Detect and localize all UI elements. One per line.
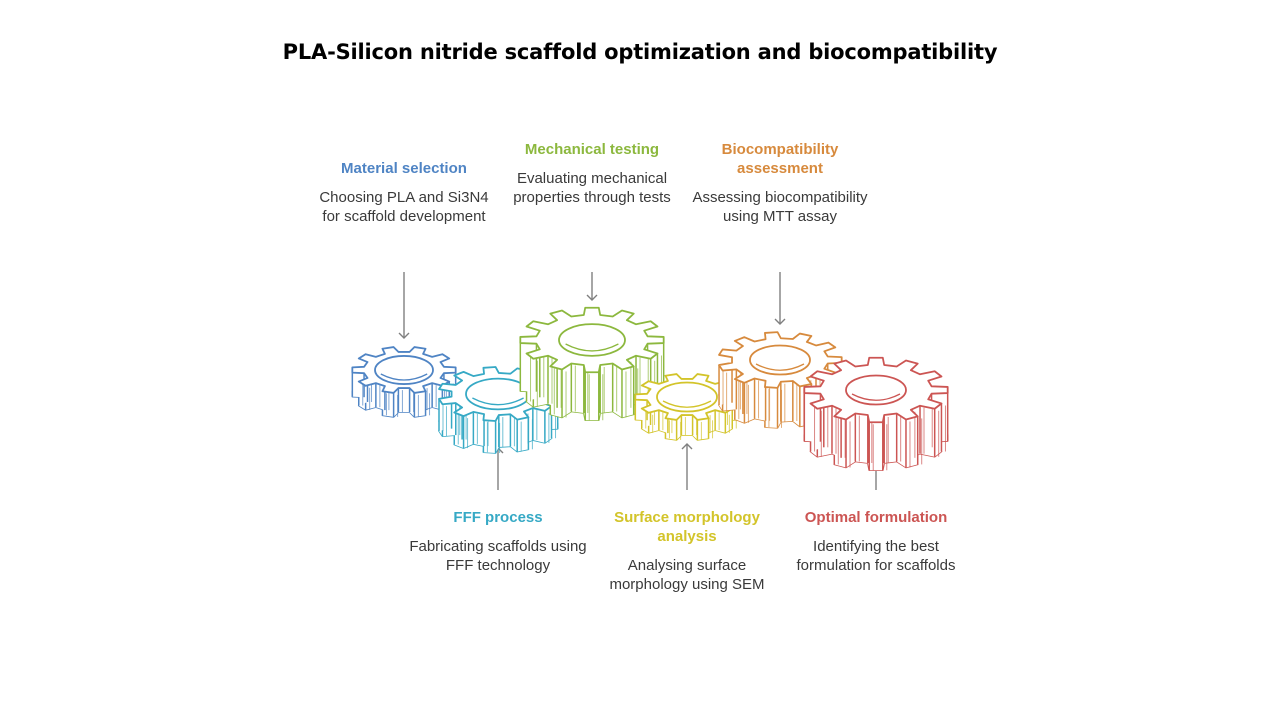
gears-layer	[351, 306, 949, 472]
stage-title: Biocompatibility assessment	[721, 141, 839, 177]
stage-description: Identifying the best formulation for sca…	[796, 538, 956, 574]
stage-description: Fabricating scaffolds using FFF technolo…	[409, 538, 587, 574]
stage-title: Material selection	[341, 160, 467, 177]
gear-icon-biocompatibility-assessment	[718, 331, 843, 429]
stage-description: Choosing PLA and Si3N4 for scaffold deve…	[319, 189, 489, 225]
stage-title: Optimal formulation	[804, 509, 948, 526]
stage-description: Analysing surface morphology using SEM	[609, 557, 765, 593]
stage-title: FFF process	[453, 509, 543, 526]
page-title: PLA-Silicon nitride scaffold optimizatio…	[282, 40, 998, 64]
stage-description: Evaluating mechanical properties through…	[513, 170, 671, 206]
arrows-layer	[398, 272, 882, 490]
stage-description: Assessing biocompatibility using MTT ass…	[692, 189, 868, 225]
gear-icon-material-selection	[351, 346, 457, 418]
stage-title: Surface morphology analysis	[614, 509, 760, 545]
gear-icon-optimal-formulation	[803, 356, 949, 472]
stage-title: Mechanical testing	[524, 141, 660, 158]
gear-icon-surface-morphology-analysis	[634, 373, 740, 441]
